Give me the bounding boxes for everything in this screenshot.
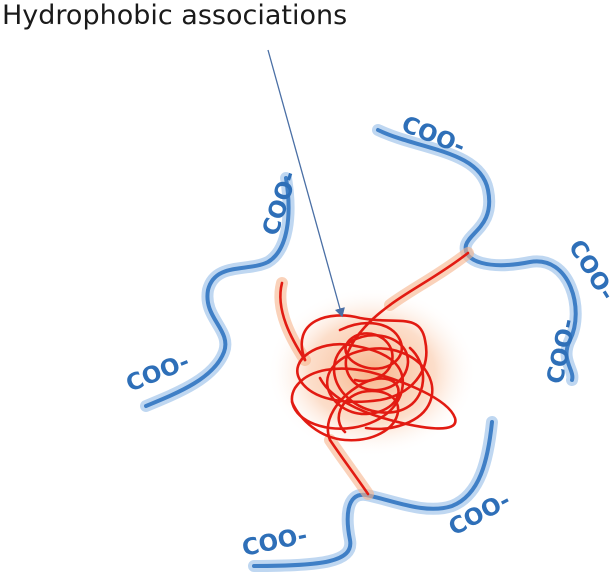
diagram-title: Hydrophobic associations [2,0,348,31]
hydrophilic-chain-left [140,172,295,412]
label-coo-top-left: COO- [258,168,303,239]
hydrophilic-chain-top-right [372,124,582,386]
label-coo-bottom-right: COO- [445,487,515,541]
label-coo-bottom-left: COO- [240,523,310,562]
hydrophobic-tails [274,247,474,500]
pointer-arrow [267,49,345,318]
hydrophobic-core-tangle [290,303,457,442]
